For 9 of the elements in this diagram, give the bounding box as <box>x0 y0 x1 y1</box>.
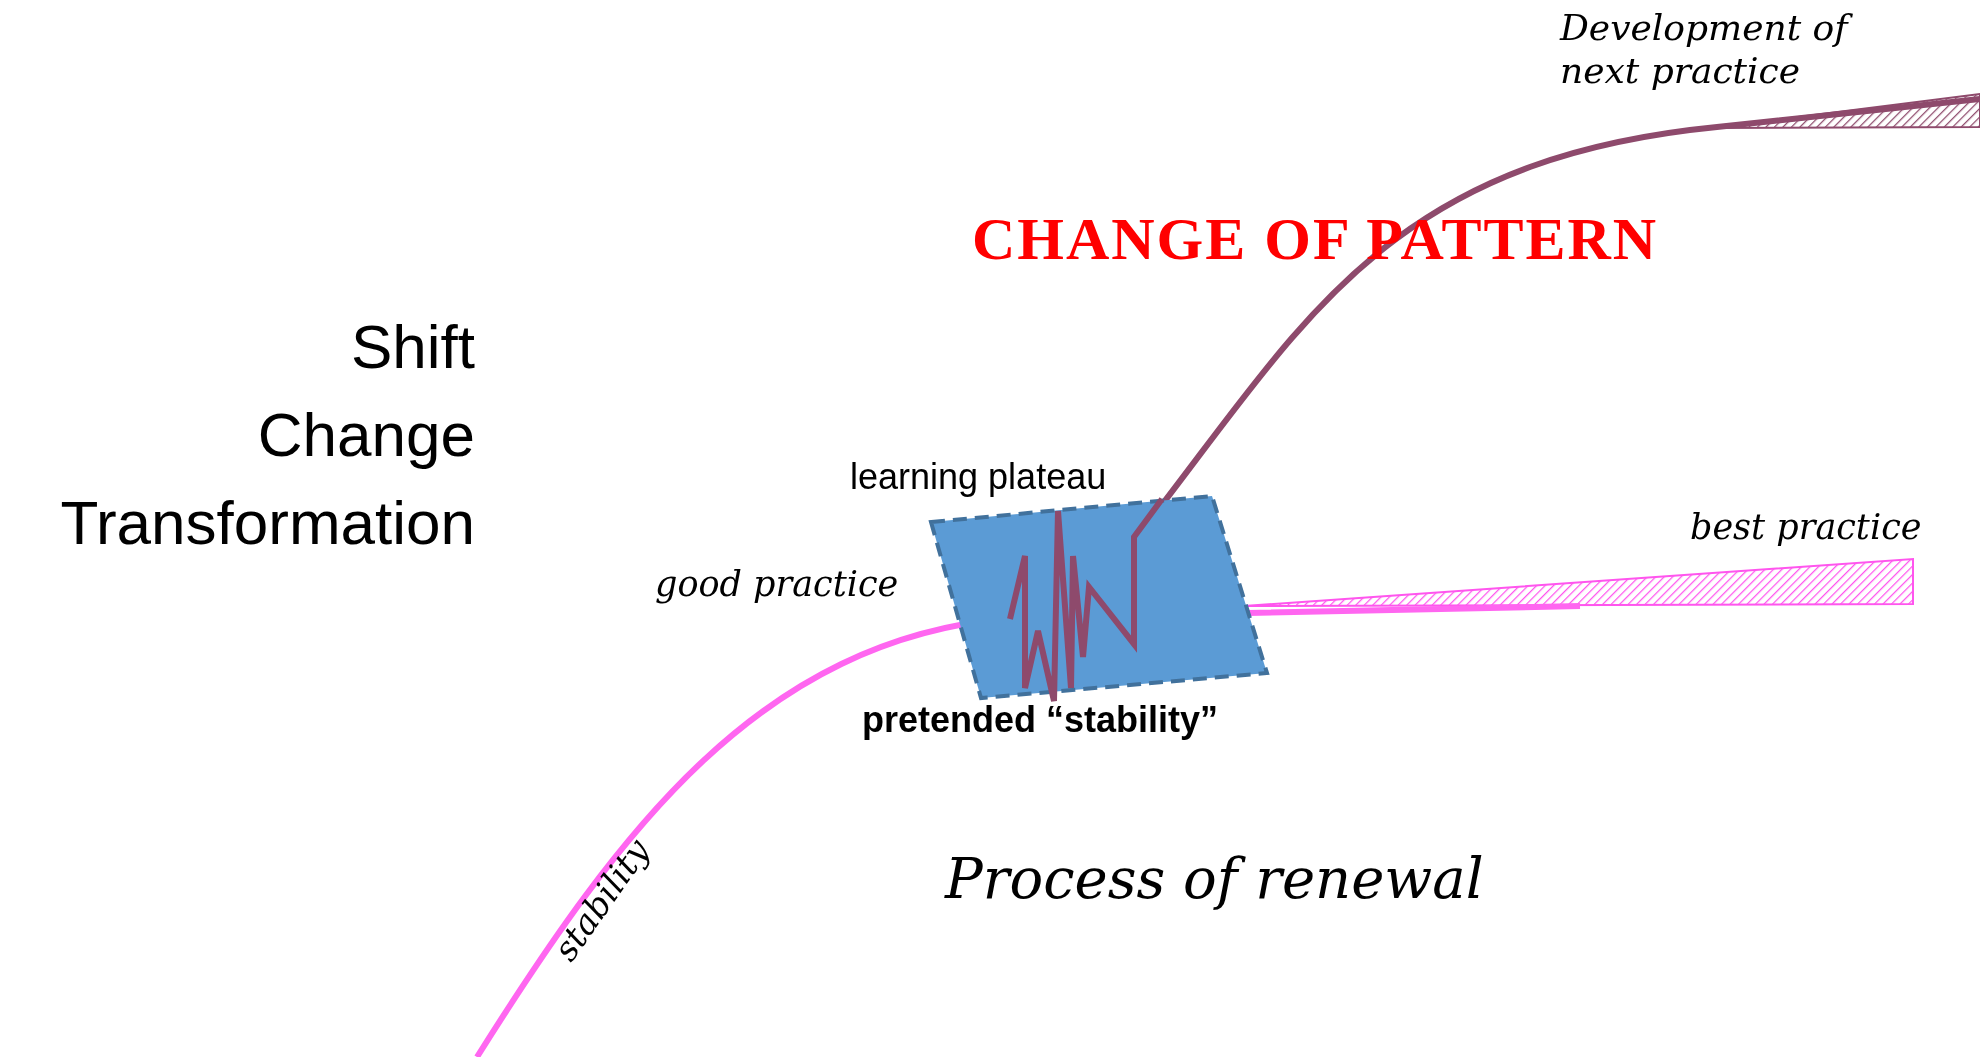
plateau-caption: pretended “stability” <box>862 698 1219 742</box>
label: Transformation <box>60 487 475 559</box>
label: good practice <box>655 563 899 605</box>
label: Shift <box>350 311 475 383</box>
label: best practice <box>1690 506 1922 548</box>
label: Development of next practice <box>1560 6 1890 93</box>
label: Process of renewal <box>945 845 1484 913</box>
label: Change <box>257 399 475 471</box>
plateau-heading: learning plateau <box>850 455 1107 499</box>
